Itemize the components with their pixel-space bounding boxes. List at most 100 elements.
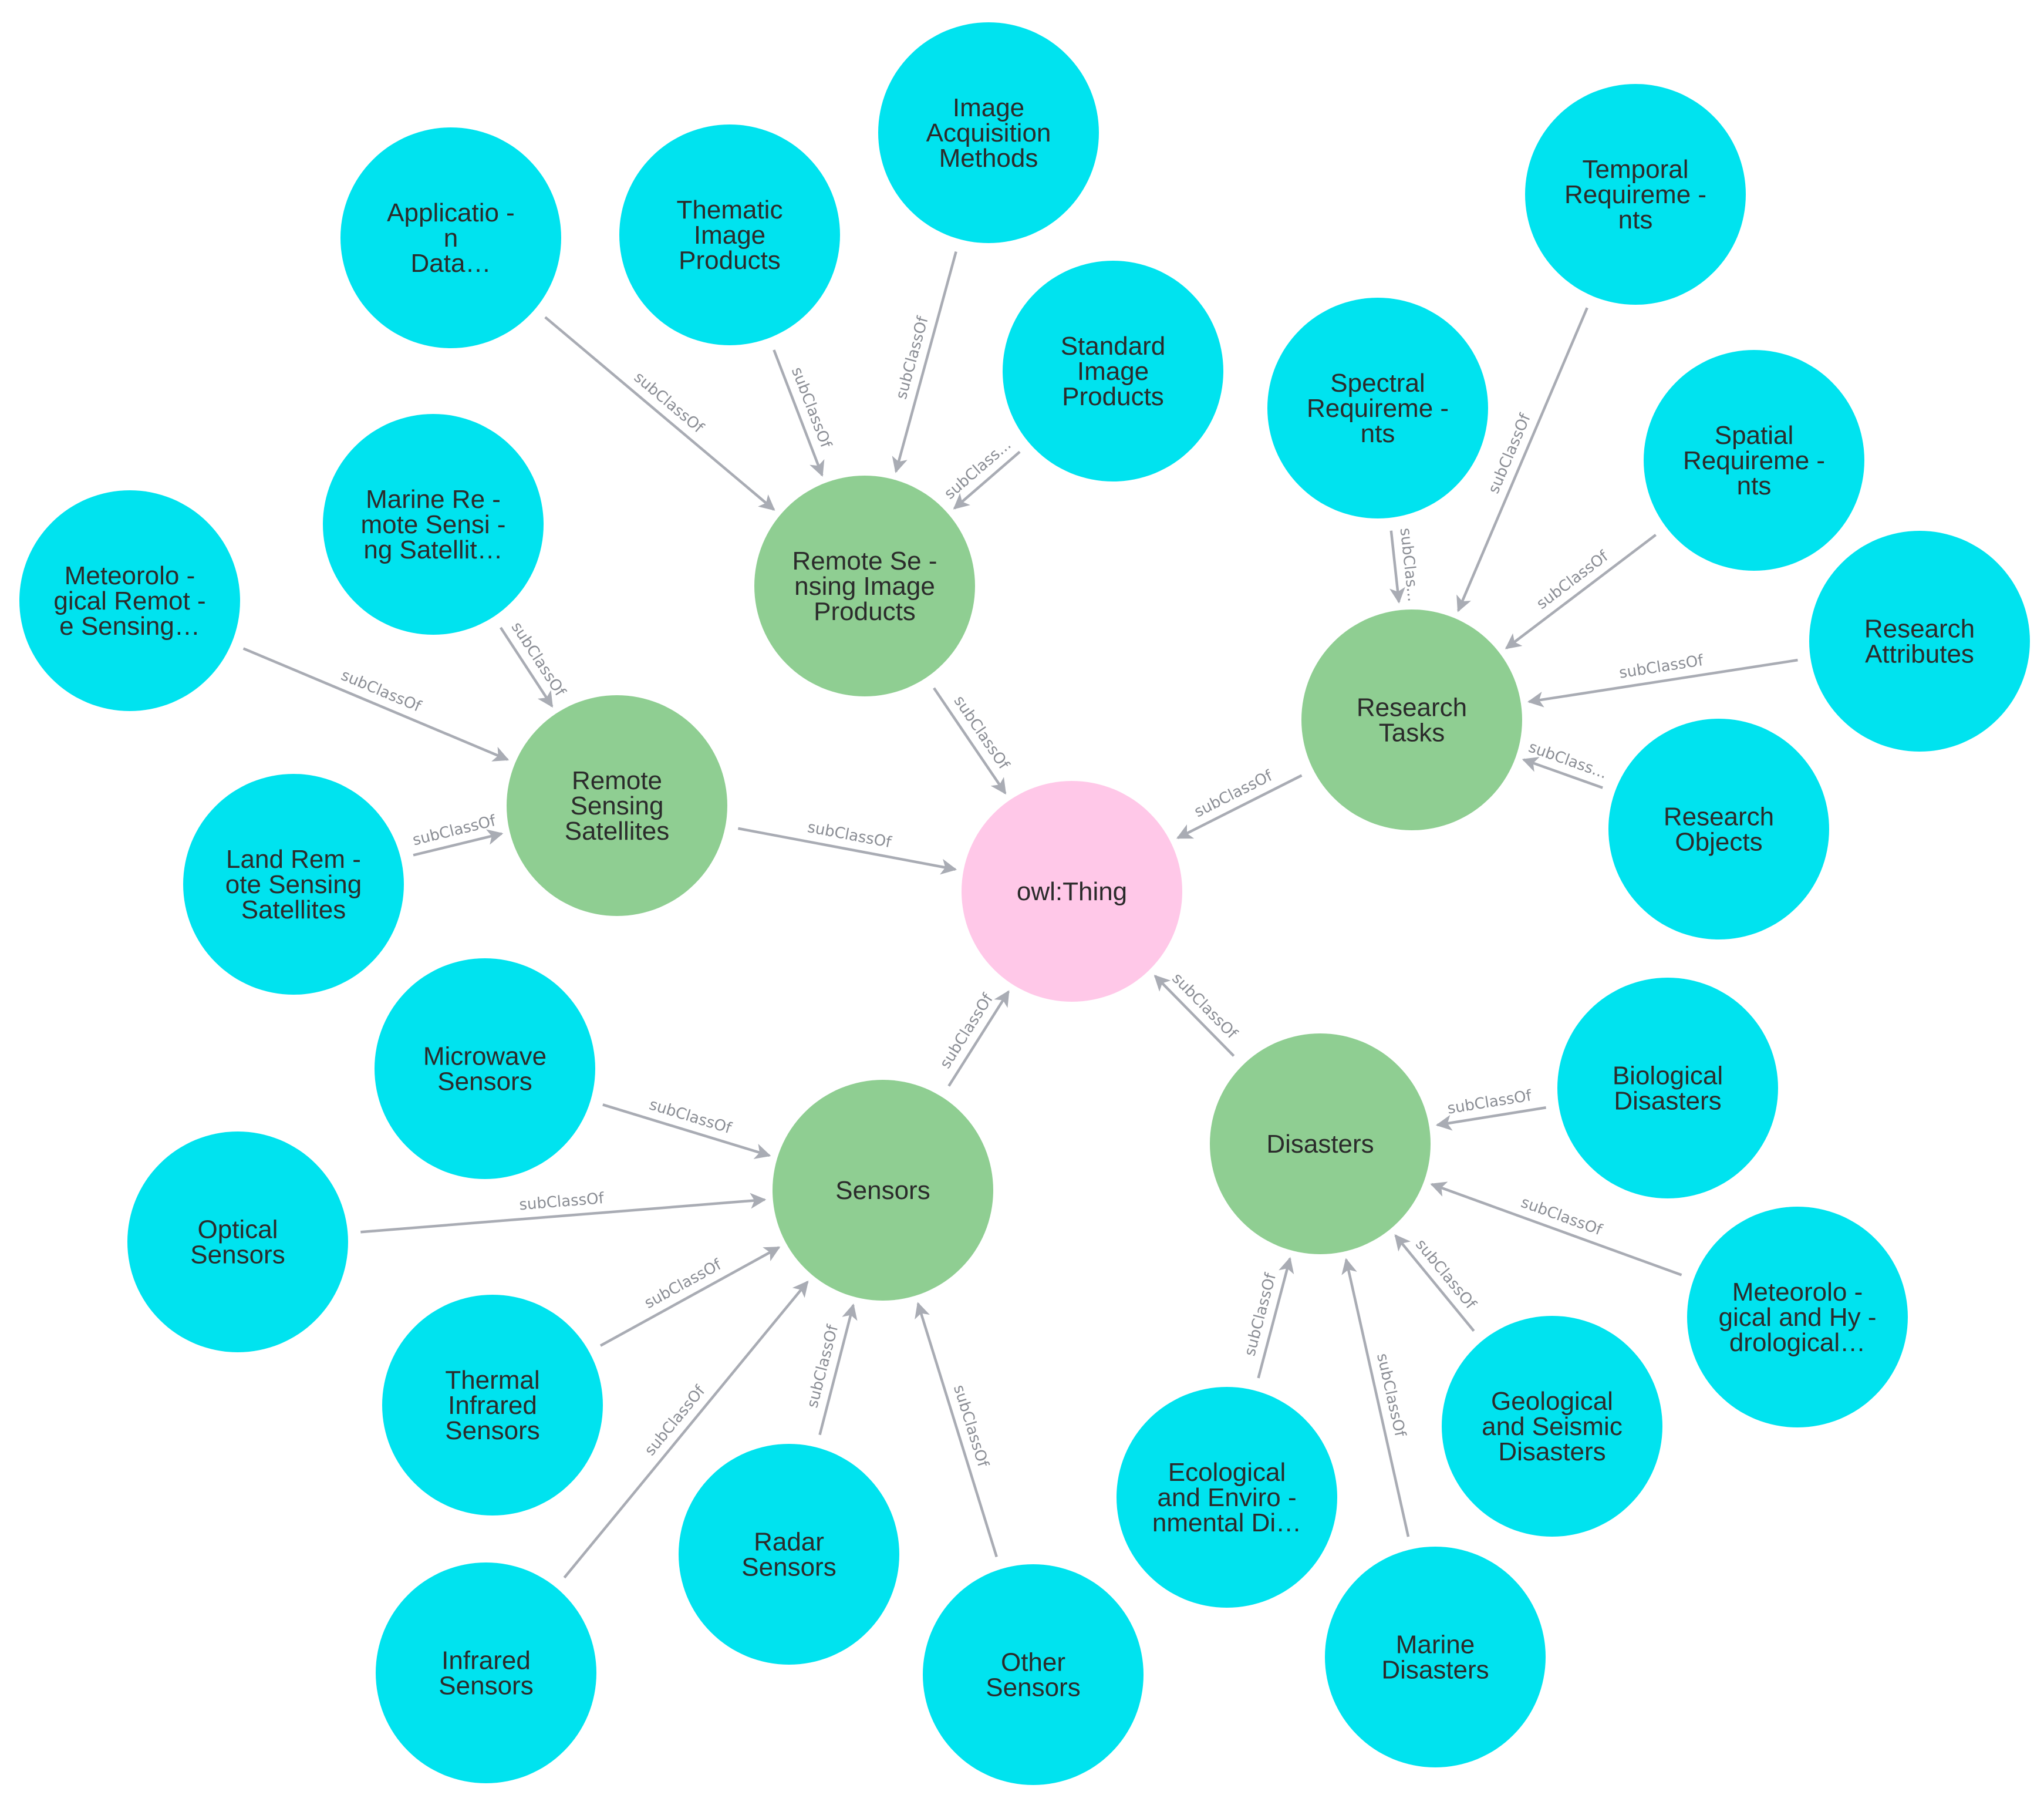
node-circle[interactable] [340,127,561,348]
node-circle[interactable] [19,490,240,711]
node-circle[interactable] [1117,1387,1337,1608]
node-circle[interactable] [1325,1547,1546,1767]
edge-line[interactable] [242,647,510,762]
node-circle[interactable] [376,1562,596,1783]
node-circle[interactable] [1442,1316,1662,1537]
node-circle[interactable] [962,781,1182,1002]
edge-line[interactable] [544,316,775,511]
node-circle[interactable] [878,22,1099,243]
edge-line[interactable] [953,450,1021,510]
edge-rs-satellites-to-owl-thing: subClassOf [737,819,957,875]
edge-line[interactable] [915,1302,998,1558]
edge-label: subClassOf [518,1190,605,1214]
node-circle[interactable] [1003,261,1223,481]
node-label-line: Data… [411,249,491,278]
node-label-line: Remote Se - [792,547,937,575]
node-label-line: Spectral [1330,369,1425,398]
edge-line[interactable] [737,827,957,875]
node-circle[interactable] [507,695,727,916]
node-label-line: n [444,224,458,252]
edge-line[interactable] [1435,1106,1547,1131]
edge-line[interactable] [1527,658,1798,708]
edge-line[interactable] [1505,534,1657,649]
edge-line[interactable] [360,1193,767,1234]
edge-other-sensors-to-sensors: subClassOf [915,1302,998,1558]
node-marine-rs-satellites[interactable]: Marine Re -mote Sensi -ng Satellit… [323,414,544,635]
edge-line[interactable] [1394,1234,1475,1332]
edge-line[interactable] [602,1103,771,1159]
node-circle[interactable] [1301,609,1522,830]
node-circle[interactable] [679,1444,899,1665]
edge-line[interactable] [1257,1257,1294,1379]
edge-line[interactable] [1430,1181,1682,1277]
node-disasters[interactable]: Disasters [1210,1033,1431,1254]
node-sensors[interactable]: Sensors [773,1080,993,1301]
node-circle[interactable] [375,958,595,1179]
node-label-line: nts [1737,472,1772,500]
node-circle[interactable] [1809,531,2030,752]
node-label-line: Microwave [423,1042,547,1071]
node-circle[interactable] [923,1564,1144,1785]
node-circle[interactable] [1644,350,1864,571]
node-label-line: Attributes [1865,640,1974,669]
node-circle[interactable] [1525,84,1746,305]
node-meteorological-rs[interactable]: Meteorolo -gical Remot -e Sensing… [19,490,240,711]
node-circle[interactable] [1210,1033,1431,1254]
edge-line[interactable] [1176,774,1303,840]
node-application-data[interactable]: Applicatio -nData… [340,127,561,348]
edge-label: subClassOf [1412,1236,1479,1313]
edge-line[interactable] [1456,307,1588,612]
edge-line[interactable] [563,1280,809,1579]
edge-line[interactable] [892,251,957,473]
node-circle[interactable] [127,1131,348,1352]
node-label-line: Disasters [1381,1656,1489,1685]
node-circle[interactable] [323,414,544,635]
edge-line[interactable] [499,627,554,708]
node-circle[interactable] [1267,298,1488,518]
node-circle[interactable] [754,476,975,696]
node-circle[interactable] [1608,719,1829,939]
edge-label: subClassOf [1168,969,1240,1043]
edge-line[interactable] [1153,975,1235,1057]
node-label-line: Biological [1613,1062,1723,1090]
edge-line[interactable] [1341,1258,1410,1537]
node-circle[interactable] [183,774,404,995]
edge-line[interactable] [413,829,504,857]
edge-line[interactable] [599,1246,781,1347]
node-circle[interactable] [619,124,840,345]
edge-line[interactable] [947,990,1010,1087]
node-circle[interactable] [382,1295,603,1516]
node-circle[interactable] [773,1080,993,1301]
edge-line[interactable] [1522,757,1603,789]
node-circle[interactable] [1557,978,1778,1198]
node-circle[interactable] [1687,1207,1908,1427]
edge-line[interactable] [1389,530,1405,604]
node-meteorological-hydrological[interactable]: Meteorolo -gical and Hy -drological… [1687,1207,1908,1427]
edge-line[interactable] [933,687,1007,795]
node-owl-thing[interactable]: owl:Thing [962,781,1182,1002]
edge-line[interactable] [818,1303,858,1436]
edge-line[interactable] [773,349,825,477]
